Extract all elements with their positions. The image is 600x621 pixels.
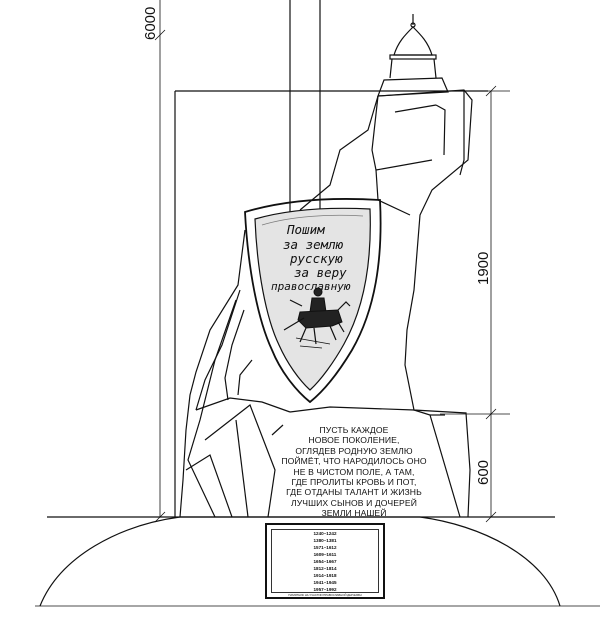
dimension-base-label: 600 xyxy=(475,460,492,485)
shield-line-1: Пошим xyxy=(286,222,325,237)
dimension-right: 1900 600 xyxy=(440,85,510,523)
inscription-line: ЛУЧШИХ СЫНОВ И ДОЧЕРЕЙ xyxy=(290,497,417,508)
plaque-year: 1571–1612 xyxy=(313,545,337,550)
inscription-line: ГДЕ ПРОЛИТЫ КРОВЬ И ПОТ, xyxy=(291,477,417,488)
plaque-year: 1654–1667 xyxy=(313,559,337,564)
shield-emblem: Пошим за землю русскую за веру православ… xyxy=(244,198,382,404)
shield-line-2: за землю xyxy=(283,237,344,252)
plaque-year: 1609–1611 xyxy=(313,552,337,557)
shield-line-3: русскую xyxy=(289,251,343,266)
shield-line-4: за веру xyxy=(294,265,347,280)
plaque-year: 1380–1381 xyxy=(313,538,337,543)
plaque-year: 1812–1814 xyxy=(313,566,337,571)
memorial-inscription: ПУСТЬ КАЖДОЕ НОВОЕ ПОКОЛЕНИЕ, ОГЛЯДЕВ РО… xyxy=(278,425,430,519)
dimension-total: 6000 xyxy=(142,0,166,523)
horseman-sketch xyxy=(283,287,351,349)
plaque-year: 1957–1992 xyxy=(313,587,337,592)
dimension-total-label: 6000 xyxy=(142,7,159,40)
plaque-year: 1914–1918 xyxy=(313,573,337,578)
rock-cliff xyxy=(179,89,473,518)
inscription-line: НОВОЕ ПОКОЛЕНИЕ, xyxy=(308,435,400,446)
frame xyxy=(174,0,488,517)
inscription-line: НЕ В ЧИСТОМ ПОЛЕ, А ТАМ, xyxy=(293,466,415,477)
plaque-year: 1240–1242 xyxy=(313,531,337,536)
church-dome xyxy=(377,14,449,97)
plaque-footer: ПАМЯТНИК НА УЧАСТИИ ПРАВОСЛАВНОЙ ДЕРЖАВЫ xyxy=(288,593,362,597)
inscription-line: ПОЙМЁТ, ЧТО НАРОДИЛОСЬ ОНО xyxy=(281,456,427,467)
inscription-line: ОГЛЯДЕВ РОДНУЮ ЗЕМЛЮ xyxy=(295,445,413,456)
plaque-year: 1941–1945 xyxy=(313,580,337,585)
memorial-plaque: 1240–1242 1380–1381 1571–1612 1609–1611 … xyxy=(265,523,385,599)
inscription-line: ПУСТЬ КАЖДОЕ xyxy=(319,425,389,435)
inscription-line: ГДЕ ОТДАНЫ ТАЛАНТ И ЖИЗНЬ xyxy=(286,487,422,498)
dimension-upper-label: 1900 xyxy=(475,252,492,285)
plaque-inner-border xyxy=(271,529,379,593)
inscription-line: ЗЕМЛИ НАШЕЙ xyxy=(321,508,387,519)
shield-line-5: православную xyxy=(271,280,351,293)
